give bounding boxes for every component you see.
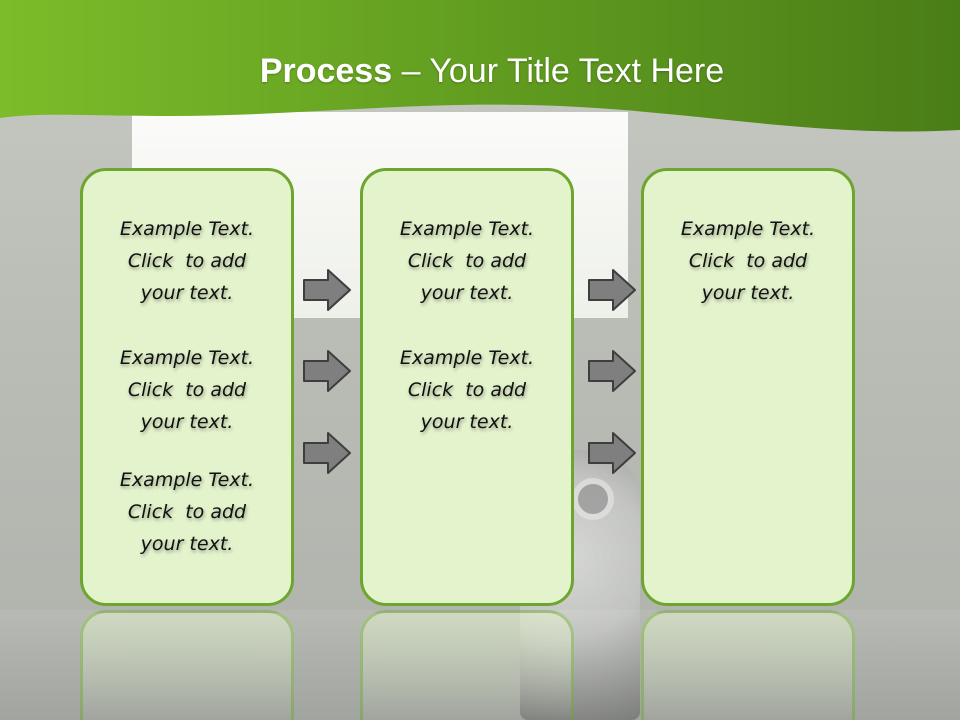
text-line: Click to add: [407, 250, 527, 272]
text-line: your text.: [140, 533, 234, 555]
text-line: Click to add: [127, 501, 247, 523]
right-arrow-icon[interactable]: [302, 431, 352, 475]
process-box-2[interactable]: Example Text. Click to add your text. Ex…: [360, 168, 574, 606]
text-line: your text.: [420, 282, 514, 304]
text-line: Click to add: [688, 250, 808, 272]
right-arrow-icon[interactable]: [587, 431, 637, 475]
text-line: Example Text.: [119, 347, 255, 369]
background-robot-eye: [572, 478, 614, 520]
text-line: Example Text.: [119, 218, 255, 240]
text-line: Example Text.: [399, 347, 535, 369]
text-line: Click to add: [127, 379, 247, 401]
text-placeholder[interactable]: Example Text. Click to add your text.: [83, 213, 291, 309]
header-wave: [0, 0, 960, 132]
title-rest-text: – Your Title Text Here: [401, 52, 725, 90]
box-reflection: [360, 610, 574, 720]
text-placeholder[interactable]: Example Text. Click to add your text.: [83, 342, 291, 438]
right-arrow-icon[interactable]: [587, 349, 637, 393]
right-arrow-icon[interactable]: [302, 268, 352, 312]
text-line: your text.: [140, 411, 234, 433]
text-line: your text.: [420, 411, 514, 433]
text-placeholder[interactable]: Example Text. Click to add your text.: [83, 464, 291, 560]
box-reflection: [641, 610, 855, 720]
text-placeholder[interactable]: Example Text. Click to add your text.: [363, 342, 571, 438]
process-box-1[interactable]: Example Text. Click to add your text. Ex…: [80, 168, 294, 606]
title-strong-text: Process: [259, 52, 393, 90]
text-line: Click to add: [407, 379, 527, 401]
text-placeholder[interactable]: Example Text. Click to add your text.: [363, 213, 571, 309]
slide-title[interactable]: Process – Your Title Text Here: [0, 52, 960, 91]
text-line: Click to add: [127, 250, 247, 272]
text-line: your text.: [140, 282, 234, 304]
right-arrow-icon[interactable]: [302, 349, 352, 393]
text-placeholder[interactable]: Example Text. Click to add your text.: [644, 213, 852, 309]
process-box-3[interactable]: Example Text. Click to add your text.: [641, 168, 855, 606]
box-reflection: [80, 610, 294, 720]
text-line: Example Text.: [680, 218, 816, 240]
text-line: your text.: [701, 282, 795, 304]
text-line: Example Text.: [399, 218, 535, 240]
right-arrow-icon[interactable]: [587, 268, 637, 312]
text-line: Example Text.: [119, 469, 255, 491]
